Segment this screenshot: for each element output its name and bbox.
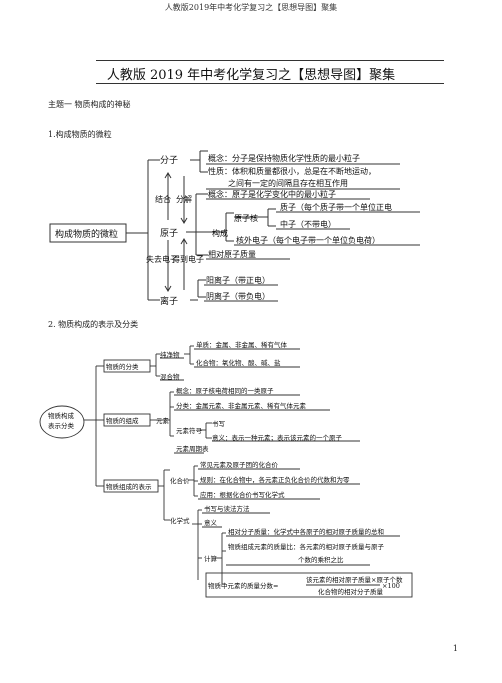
- formula-label: 化学式: [170, 516, 190, 525]
- meaning-label: 意义：表示一种元素；表示该元素的一个原子: [212, 433, 343, 442]
- map2-root-label-b: 表示分类: [48, 421, 75, 430]
- classification-label: 物质的分类: [106, 362, 139, 371]
- root-ellipse: [39, 405, 85, 439]
- combine-label: 结合: [155, 194, 171, 204]
- molecule-nature-1: 性质：体积和质量都很小，总是在不断地运动，: [208, 166, 376, 176]
- calculation-label: 计算: [204, 554, 218, 563]
- document-title: 人教版 2019 年中考化学复习之【思想导图】聚集: [106, 68, 396, 83]
- calc-fraction-label: 物质中元素的质量分数=: [208, 581, 278, 590]
- atom-label: 原子: [160, 228, 178, 239]
- pure-label: 纯净物: [160, 350, 180, 359]
- writing-label: 书写: [212, 419, 225, 428]
- cation-label: 阳离子（带正电）: [206, 275, 270, 285]
- nucleus-label: 原子核: [234, 213, 258, 223]
- simple-substance: 单质：金属、非金属、稀有气体: [196, 340, 288, 349]
- subheading-particles: 1.构成物质的微粒: [48, 130, 112, 139]
- element-classes: 分类：金属元素、非金属元素、稀有气体元素: [176, 401, 307, 410]
- relative-mass-label: 相对原子质量: [208, 249, 256, 259]
- composition-label: 物质的组成: [106, 416, 139, 425]
- electron-label: 核外电子（每个电子带一个单位负电荷）: [236, 235, 380, 245]
- representation-label: 物质组成的表示: [106, 482, 152, 491]
- root-label: 构成物质的微粒: [55, 228, 118, 240]
- compound-label: 化合物：氧化物、酸、碱、盐: [196, 358, 281, 367]
- molecule-label: 分子: [160, 155, 178, 166]
- anion-label: 阴离子（带负电）: [206, 291, 270, 301]
- subheading-representation: 2. 物质构成的表示及分类: [48, 320, 139, 329]
- section-heading: 主题一 物质构成的神秘: [48, 100, 131, 109]
- title-top-rule: [96, 60, 444, 61]
- mixture-label: 混合物: [160, 372, 180, 381]
- valence-label: 化合价: [170, 476, 190, 485]
- ion-label: 离子: [160, 295, 178, 307]
- title-bottom-rule: [96, 83, 444, 84]
- lose-label: 失去电子: [146, 254, 178, 264]
- calc-fraction-numerator: 该元素的相对原子质量×原子个数: [306, 575, 403, 584]
- formula-writing: 书写与读法方法: [204, 504, 250, 513]
- atom-concept: 概念：原子是化学变化中的最小粒子: [208, 189, 336, 199]
- page-number: 1: [452, 644, 458, 653]
- calc-mass-ratio-b: 个数的乘积之比: [298, 555, 344, 564]
- element-label: 元素: [156, 416, 170, 425]
- element-symbol: 元素符号: [176, 426, 203, 435]
- calc-fraction-denominator: 化合物的相对分子质量: [318, 587, 384, 596]
- compose-label: 构成: [212, 228, 228, 238]
- proton-label: 质子（每个质子带一个单位正电: [280, 202, 392, 212]
- molecule-concept: 概念：分子是保持物质化学性质的最小粒子: [208, 153, 360, 163]
- valence-application: 应用：根据化合价书写化学式: [200, 490, 285, 499]
- neutron-label: 中子（不带电）: [280, 219, 336, 229]
- map2-root-label-a: 物质构成: [48, 411, 75, 420]
- split-label: 分解: [176, 194, 192, 204]
- formula-meaning: 意义: [204, 518, 218, 527]
- calc-fraction-tail: ×100: [382, 582, 400, 590]
- element-concept: 概念：原子核电荷相同的一类原子: [176, 386, 274, 395]
- gain-label: 得到电子: [172, 254, 204, 264]
- valence-rule: 规则：在化合物中，各元素正负化合价的代数和为零: [200, 475, 350, 484]
- calc-molecular-mass: 相对分子质量：化学式中各原子的相对原子质量的总和: [228, 527, 384, 536]
- periodic-table-label: 元素周期表: [176, 444, 209, 453]
- calc-mass-ratio-a: 物质组成元素的质量比：各元素的相对原子质量与原子: [228, 542, 385, 551]
- valence-common: 常见元素及原子团的化合价: [200, 460, 279, 469]
- molecule-nature-2: 之间有一定的间隔且存在相互作用: [228, 178, 348, 188]
- page-header: 人教版2019年中考化学复习之【思想导图】聚集: [164, 3, 338, 12]
